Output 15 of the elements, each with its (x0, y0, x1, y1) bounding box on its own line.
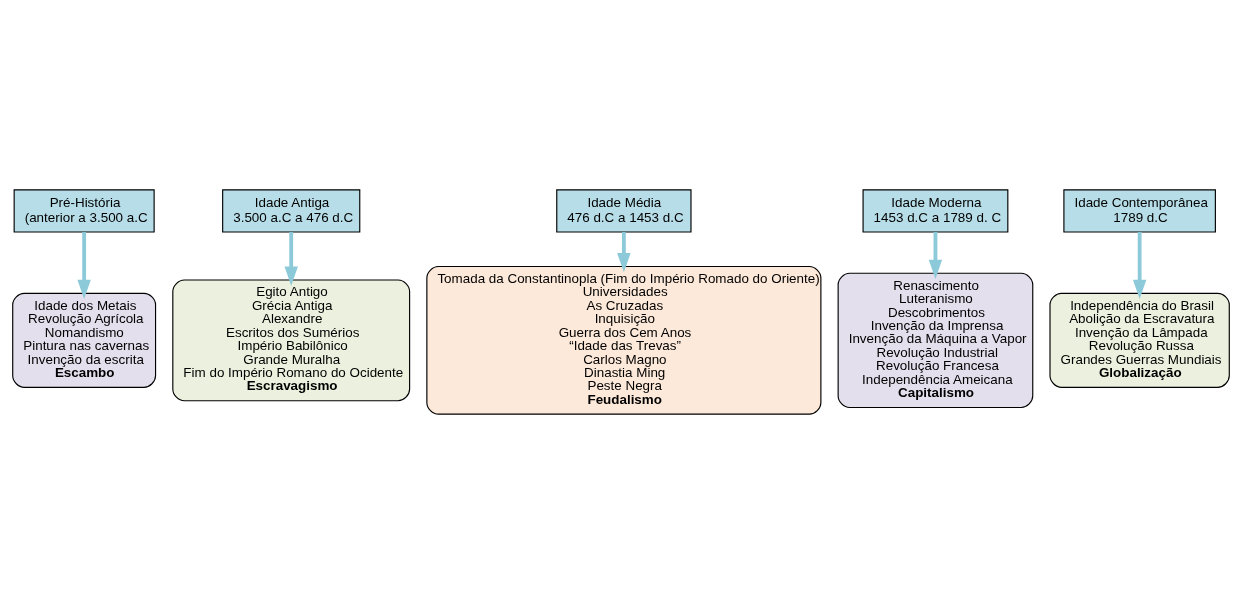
arrow (77, 232, 91, 299)
arrow (284, 232, 298, 286)
node-box: Idade Média 476 d.C a 1453 d.C (556, 189, 692, 233)
node-box: Renascimento Luteranismo Descobrimentos Invenção da Imprensa Invenção da Máquina a Vapor Revolução Industrial Revolução Francesa Independência Ameicana Capitalismo (837, 272, 1034, 409)
arrow (617, 232, 631, 273)
node-box: Idade Contemporânea 1789 d.C (1063, 189, 1216, 233)
node-box: Idade Antiga 3.500 a.C a 476 d.C (222, 189, 361, 233)
node-box: Independência do Brasil Abolição da Escravatura Invenção da Lâmpada Revolução Russa Grandes Guerras Mundiais Globalização (1049, 292, 1230, 388)
node-box: Idade dos Metais Revolução Agrícola Nomandismo Pintura nas cavernas Invenção da escrita Escambo (12, 292, 157, 388)
node-box: Tomada da Constantinopla (Fim do Império Romado do Oriente) Universidades As Cruzadas Inquisição Guerra dos Cem Anos “Idade das Trevas” Carlos Magno Dinastia Ming Peste Negra Feudalismo (426, 265, 822, 415)
node-box: Idade Moderna 1453 d.C a 1789 d. C (862, 189, 1009, 233)
node-box: Egito Antigo Grécia Antiga Alexandre Escritos dos Sumérios Império Babilônico Grande Muralha Fim do Império Romano do Ocidente Escravagismo (172, 279, 411, 402)
arrow (1132, 232, 1147, 299)
node-box: Pré-História (anterior a 3.500 a.C (13, 189, 155, 233)
arrow (928, 232, 943, 279)
